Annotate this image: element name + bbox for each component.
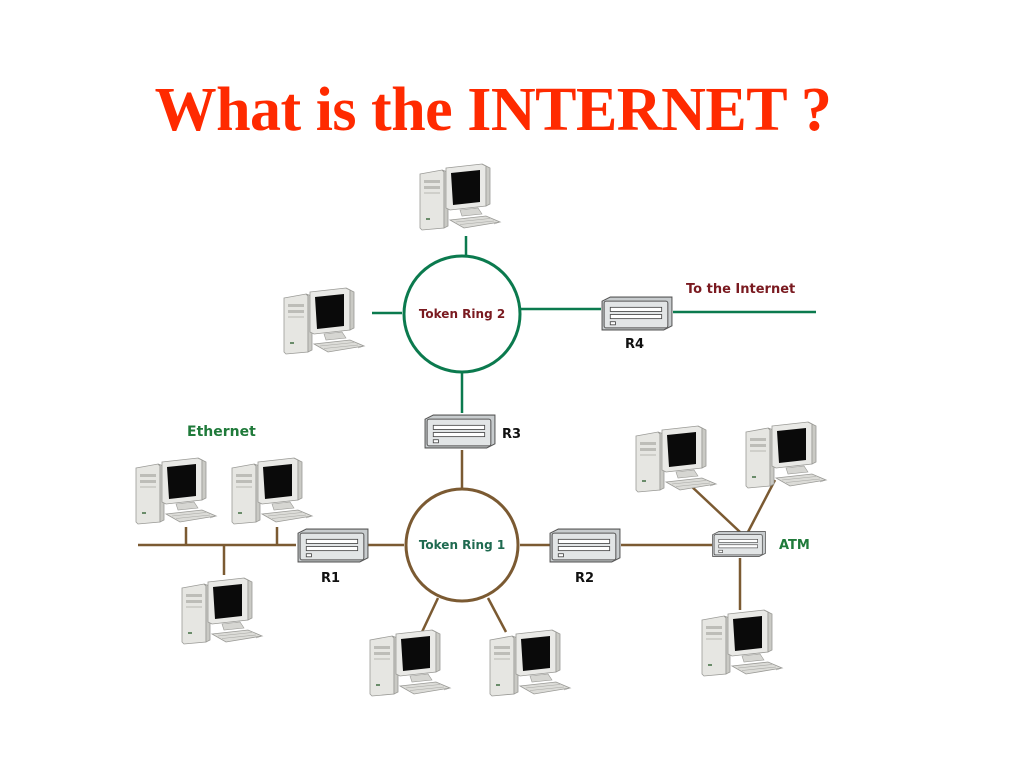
computer-ring2-left (283, 287, 365, 355)
computer-ring1-right (489, 629, 571, 697)
atm-label: ATM (779, 538, 810, 553)
token-ring-2 (402, 254, 522, 374)
computer-ethernet-3 (181, 577, 263, 645)
token-ring-1 (404, 487, 520, 603)
link-ring1-pc-right (486, 597, 508, 633)
computer-ring2-top (419, 163, 501, 231)
router-r3-label: R3 (502, 427, 521, 442)
computer-atm-left (635, 425, 717, 493)
brown-links (138, 450, 777, 633)
router-r1 (297, 528, 369, 563)
router-r4 (601, 296, 673, 331)
computer-atm-right (745, 421, 827, 489)
token-ring-2-label: Token Ring 2 (419, 307, 505, 321)
router-r1-label: R1 (321, 571, 340, 586)
link-ring1-pc-left (420, 597, 440, 633)
router-r2-label: R2 (575, 571, 594, 586)
link-atm-pc-left (689, 484, 741, 533)
computer-ring1-left (369, 629, 451, 697)
green-links (372, 236, 816, 413)
router-r2 (549, 528, 621, 563)
router-r4-label: R4 (625, 337, 644, 352)
computer-ethernet-1 (135, 457, 217, 525)
ethernet-label: Ethernet (187, 424, 256, 440)
router-r3 (424, 414, 496, 449)
computer-atm-bottom (701, 609, 783, 677)
slide-title: What is the INTERNET ? (154, 76, 832, 144)
atm-switch (712, 531, 766, 557)
link-atm-pc-right (746, 479, 777, 533)
computer-ethernet-2 (231, 457, 313, 525)
to-internet-label: To the Internet (686, 282, 795, 297)
token-ring-1-label: Token Ring 1 (419, 538, 505, 552)
